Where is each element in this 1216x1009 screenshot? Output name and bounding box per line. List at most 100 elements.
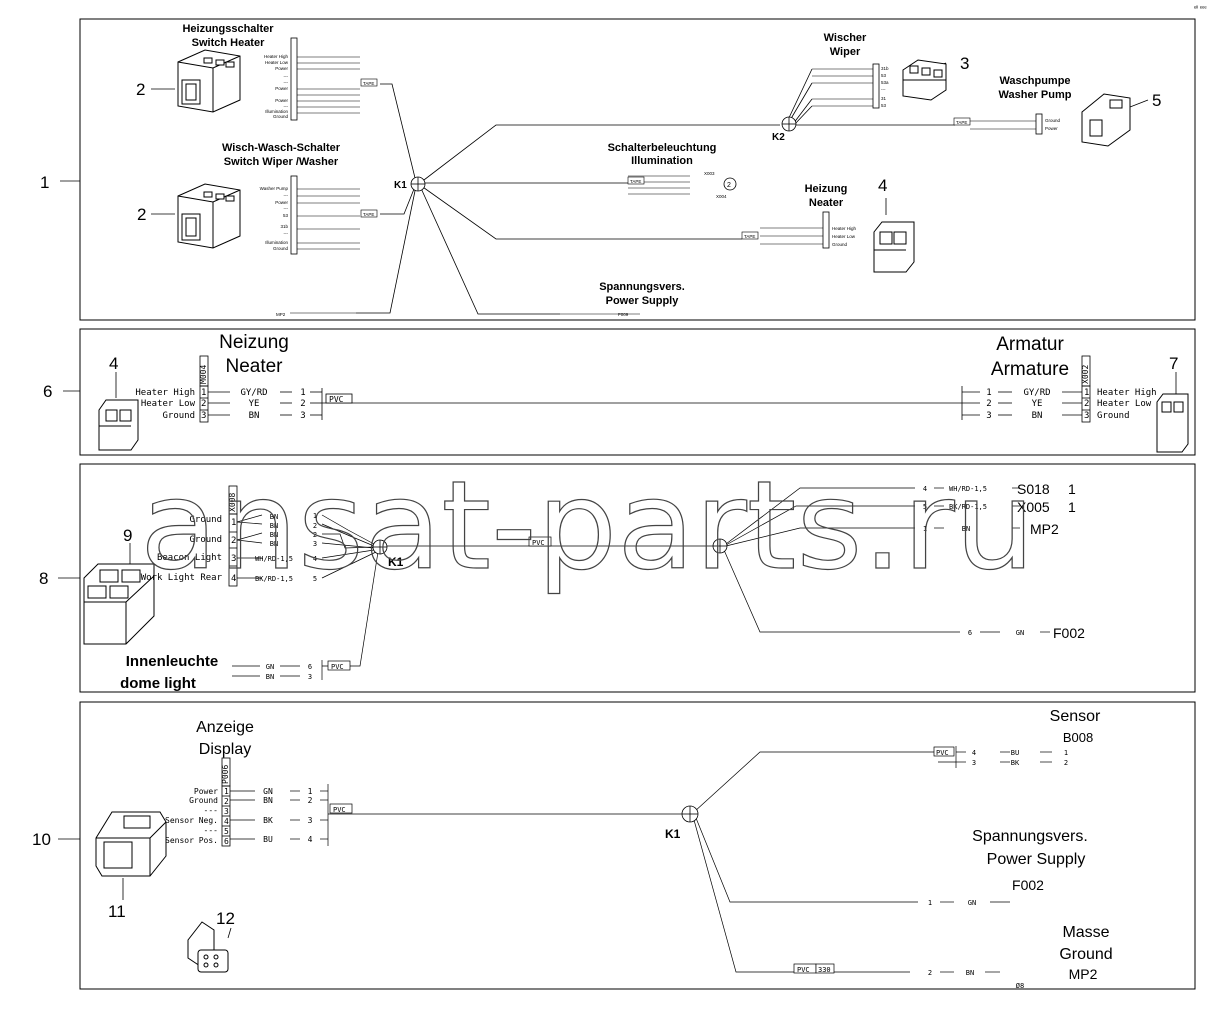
svg-text:1: 1 [1068,499,1076,515]
svg-text:YE: YE [1032,399,1043,409]
panel-3-connector-id: X008 [228,493,237,512]
callout-7: 7 [1169,354,1178,373]
panel-3-right: 4 5 1 6 WH/RD-1,5 BK/RD-1,5 BN GN [923,485,1024,637]
tape-label: TAPE [363,81,374,86]
panel-3: X008 Ground Ground Beacon Light Work Lig… [83,481,1085,692]
x004-label: X004 [716,194,727,199]
wiper-switch-title-de: Wisch-Wasch-Schalter [222,142,341,154]
svg-text:Ground: Ground [189,515,222,525]
wiper-pins: 31b 53 53a --- 31 53 [881,66,889,108]
pin-connector-icon [187,921,229,973]
svg-text:2: 2 [308,796,313,805]
pvc-label: PVC [331,663,344,671]
svg-text:6: 6 [224,837,229,846]
svg-text:Power: Power [275,66,288,71]
power-supply-title-en: Power Supply [606,295,680,307]
washer-pump-title-en: Washer Pump [999,89,1072,101]
panel-3-connector-icon [83,563,155,645]
heater-connector-left-icon [98,399,139,451]
svg-text:F002: F002 [1053,625,1085,641]
svg-text:BN: BN [266,673,274,681]
circle-2-label: 2 [727,182,731,189]
panel-1-harness [356,68,955,315]
svg-text:GY/RD: GY/RD [1023,388,1050,398]
panel-1-junctions [410,116,797,192]
svg-text:4: 4 [224,817,229,826]
armature-title-de: Armatur [996,334,1064,355]
ground-length-label: 330 [818,966,831,974]
wiper-title-en: Wiper [830,46,861,58]
svg-text:53a: 53a [881,80,889,85]
svg-text:3: 3 [1084,411,1089,421]
wiper-switch-pins: Washer Pump --- Power --- 53 31b --- Ill… [260,186,289,251]
svg-text:3: 3 [986,411,991,421]
k1-label: K1 [665,827,681,841]
panel-2-frame [79,328,1196,456]
svg-text:3: 3 [308,673,312,681]
heater-title-de: Neizung [219,332,289,353]
svg-text:Washer Pump: Washer Pump [260,186,289,191]
callout-9: 9 [123,526,132,545]
panel-1-wire-stubs [290,56,1036,315]
svg-text:BK: BK [1011,759,1020,767]
panel-1-pin-strips [290,37,1043,255]
callout-2a: 2 [136,80,145,99]
svg-text:---: --- [204,806,218,815]
panel-4-frame [79,701,1196,990]
panel-2: Neizung Neater Armatur Armature M004 X00… [98,332,1189,453]
svg-text:Heater Low: Heater Low [141,399,196,409]
dome-light-title-de: Innenleuchte [126,653,219,670]
svg-text:3: 3 [308,816,313,825]
svg-text:31b: 31b [881,66,889,71]
panel-1: Heizungsschalter Switch Heater Wisch-Was… [177,23,1131,317]
svg-text:Ground: Ground [273,114,289,119]
svg-text:Power: Power [275,98,288,103]
svg-text:BN: BN [263,796,273,805]
ground-pvc-label: PVC [797,966,810,974]
svg-text:GN: GN [266,663,274,671]
svg-text:Ground: Ground [162,411,195,421]
ground-size: Ø8 [1016,982,1024,990]
svg-text:1: 1 [224,787,229,796]
left-rows: Heater High Heater Low Ground 1 2 3 GY/R… [135,388,305,421]
svg-text:Beacon Light: Beacon Light [157,553,222,563]
svg-text:Work Light Rear: Work Light Rear [141,573,223,583]
svg-text:4: 4 [313,555,317,563]
callout-4b: 4 [109,354,118,373]
callout-2b: 2 [137,205,146,224]
svg-text:---: --- [284,74,289,79]
svg-text:X005: X005 [1017,499,1050,515]
ground-wire: 2 [928,969,932,977]
svg-text:BU: BU [1011,749,1019,757]
svg-text:3: 3 [201,411,206,421]
svg-text:BK: BK [263,816,273,825]
tape-label: TAPE [744,234,755,239]
svg-text:Heater High: Heater High [135,388,195,398]
svg-text:31b: 31b [280,224,288,229]
svg-text:6: 6 [968,629,972,637]
sensor-rows: 4 3 BU BK 1 2 [972,749,1068,767]
svg-text:Heater Low: Heater Low [265,60,289,65]
panel-3-destinations: S018 X005 MP2 F002 1 1 [1017,481,1085,641]
panel-frames [79,18,1196,990]
svg-text:BU: BU [263,835,273,844]
svg-text:2: 2 [201,399,206,409]
callout-1: 1 [40,173,49,192]
svg-text:Sensor Neg.: Sensor Neg. [165,816,218,825]
svg-text:3: 3 [313,540,317,548]
k2-label: K2 [772,132,785,143]
power-color: GN [968,899,976,907]
display-title-en: Display [199,741,251,758]
svg-text:YE: YE [249,399,260,409]
svg-text:5: 5 [224,827,229,836]
svg-text:---: --- [284,80,289,85]
watermark: ansat-parts.ru [140,455,1035,597]
wiper-connector-icon [902,59,947,101]
panel-1-frame [79,18,1196,321]
svg-text:BK/RD-1,5: BK/RD-1,5 [255,575,293,583]
heater-connector-icon [873,221,915,273]
svg-text:2: 2 [1064,759,1068,767]
svg-text:Ground: Ground [1045,118,1061,123]
heater-title-en: Neater [809,197,844,209]
svg-text:BN: BN [270,540,278,548]
